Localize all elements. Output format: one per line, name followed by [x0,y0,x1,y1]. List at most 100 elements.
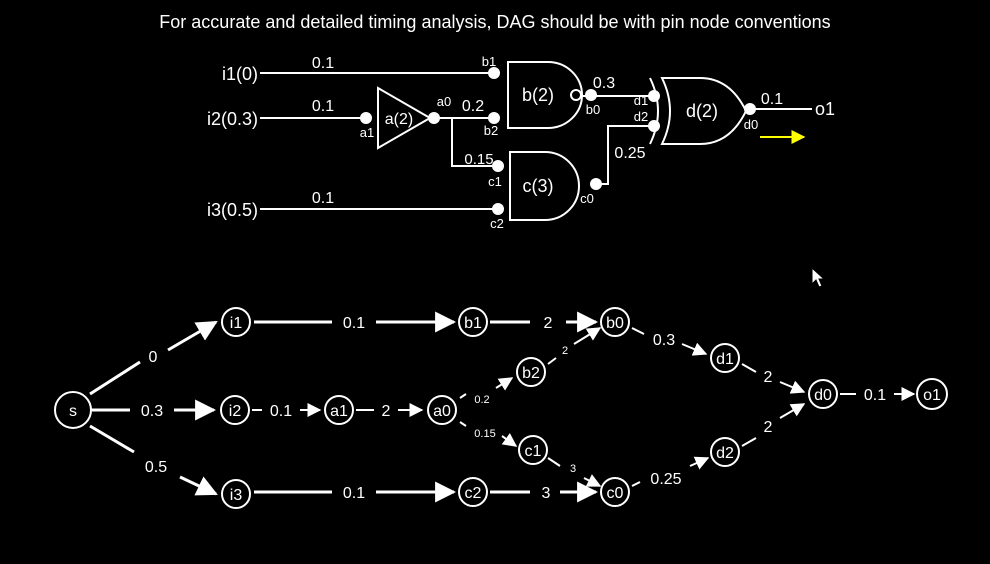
input-label-i1: i1(0) [222,64,258,84]
dag-edge-b0-d1-arrow [681,342,708,356]
pin-d1 [648,90,660,102]
pin-label-c1: c1 [488,174,502,189]
pin-c1 [492,160,504,172]
dag-node-b0: b0 [600,307,630,337]
svg-text:d2: d2 [716,445,734,462]
dag-edge-c1-c0 [547,457,561,467]
dag-weight-a0-b2: 0.2 [474,394,489,406]
dag-weight-d0-o1: 0.1 [864,387,886,404]
svg-text:c2: c2 [465,485,482,502]
dag-edge-b2-b0 [547,357,557,365]
dag-node-c1: c1 [518,435,548,465]
dag-weight-a0-c1: 0.15 [474,428,495,440]
svg-text:o1: o1 [923,387,941,404]
dag-weight-c2-c0: 3 [542,485,551,502]
dag-edge-a0-c1-arrow [501,432,518,447]
pin-label-a1: a1 [360,125,374,140]
svg-text:d0: d0 [814,387,832,404]
svg-text:i1: i1 [230,315,243,332]
or-gate-d-input-arc [649,77,659,145]
svg-text:b1: b1 [464,315,482,332]
pin-a0 [428,112,440,124]
inversion-bubble-b [570,89,582,101]
pin-b1 [488,67,500,79]
dag-weight-a1-a0: 2 [382,403,391,420]
delay-b0-d1: 0.3 [593,75,615,92]
delay-a0-b2: 0.2 [462,98,484,115]
and-gate-c [509,151,580,221]
dag-weight-c0-d2: 0.25 [650,471,681,488]
dag-graph: 0 0.3 0.5 0.1 0.1 2 0.2 0.15 0.1 2 2 3 3… [54,307,948,509]
dag-edge-d2-d0-arrow [779,403,806,419]
dag-node-d0: d0 [808,379,838,409]
pin-label-c0: c0 [580,191,594,206]
dag-node-b1: b1 [458,307,488,337]
svg-text:a0: a0 [433,403,451,420]
delay-a0-c1: 0.15 [464,151,493,168]
dag-edge-d1-d0 [741,363,757,373]
dag-node-i1: i1 [221,307,251,337]
dag-edge-b0-d1 [631,327,645,335]
dag-weight-b2-b0: 2 [562,345,568,357]
pin-c2 [492,203,504,215]
dag-edge-s-i1 [89,360,141,396]
input-label-i3: i3(0.5) [207,200,258,220]
svg-text:i3: i3 [230,487,243,504]
dag-edge-d1-d0-arrow [779,380,806,394]
delay-i3-c2: 0.1 [312,190,334,207]
page-title: For accurate and detailed timing analysi… [159,12,831,32]
dag-edge-c0-d2-arrow [689,456,710,470]
output-label-o1: o1 [815,99,835,119]
pin-label-b1: b1 [482,54,496,69]
pin-label-d0: d0 [744,117,758,132]
dag-weight-d1-d0: 2 [764,369,773,386]
dag-edge-s-i3 [89,424,135,454]
pin-label-d2: d2 [634,109,648,124]
dag-edge-a0-b2 [459,393,467,399]
delay-d0-o1: 0.1 [761,91,783,108]
gate-label-b: b(2) [522,85,554,105]
dag-weight-s-i1: 0 [149,349,158,366]
mouse-cursor-icon [811,266,826,288]
pin-b0 [585,89,597,101]
dag-weight-i3-c2: 0.1 [343,485,365,502]
dag-node-c2: c2 [458,477,488,507]
pin-d2 [648,120,660,132]
pin-c0 [590,178,602,190]
pin-a1 [360,112,372,124]
dag-weight-i2-a1: 0.1 [270,403,292,420]
delay-i1-b1: 0.1 [312,55,334,72]
svg-text:a1: a1 [330,403,348,420]
dag-node-b2: b2 [516,357,546,387]
dag-weight-d2-d0: 2 [764,419,773,436]
dag-node-a0: a0 [427,395,457,425]
svg-text:d1: d1 [716,351,734,368]
delay-i2-a1: 0.1 [312,98,334,115]
dag-weight-i1-b1: 0.1 [343,315,365,332]
pin-label-c2: c2 [490,216,504,231]
dag-node-i2: i2 [220,395,250,425]
pin-d0 [744,103,756,115]
gate-label-c: c(3) [523,176,554,196]
dag-weight-b0-d1: 0.3 [653,332,675,349]
dag-weight-b1-b0: 2 [544,315,553,332]
dag-node-d2: d2 [710,437,740,467]
dag-node-s: s [54,391,92,429]
circuit-schematic: i1(0) i2(0.3) i3(0.5) 0.1 0.1 0.2 0.15 0… [207,54,835,231]
dag-edge-s-i1-arrow [167,320,218,352]
svg-text:b2: b2 [522,365,540,382]
svg-text:i2: i2 [229,403,242,420]
dag-node-a1: a1 [324,395,354,425]
gate-label-a: a(2) [385,111,413,128]
nand-gate-b [507,61,583,129]
pin-label-a0: a0 [437,94,451,109]
dag-edge-d2-d0 [741,437,757,447]
input-label-i2: i2(0.3) [207,109,258,129]
dag-node-c0: c0 [600,477,630,507]
dag-edge-c0-d2 [631,481,641,487]
svg-text:c0: c0 [607,485,624,502]
dag-edge-b2-b0-arrow [573,327,602,345]
pin-b2 [488,112,500,124]
buffer-gate-a [377,86,433,150]
pin-label-b0: b0 [586,102,600,117]
